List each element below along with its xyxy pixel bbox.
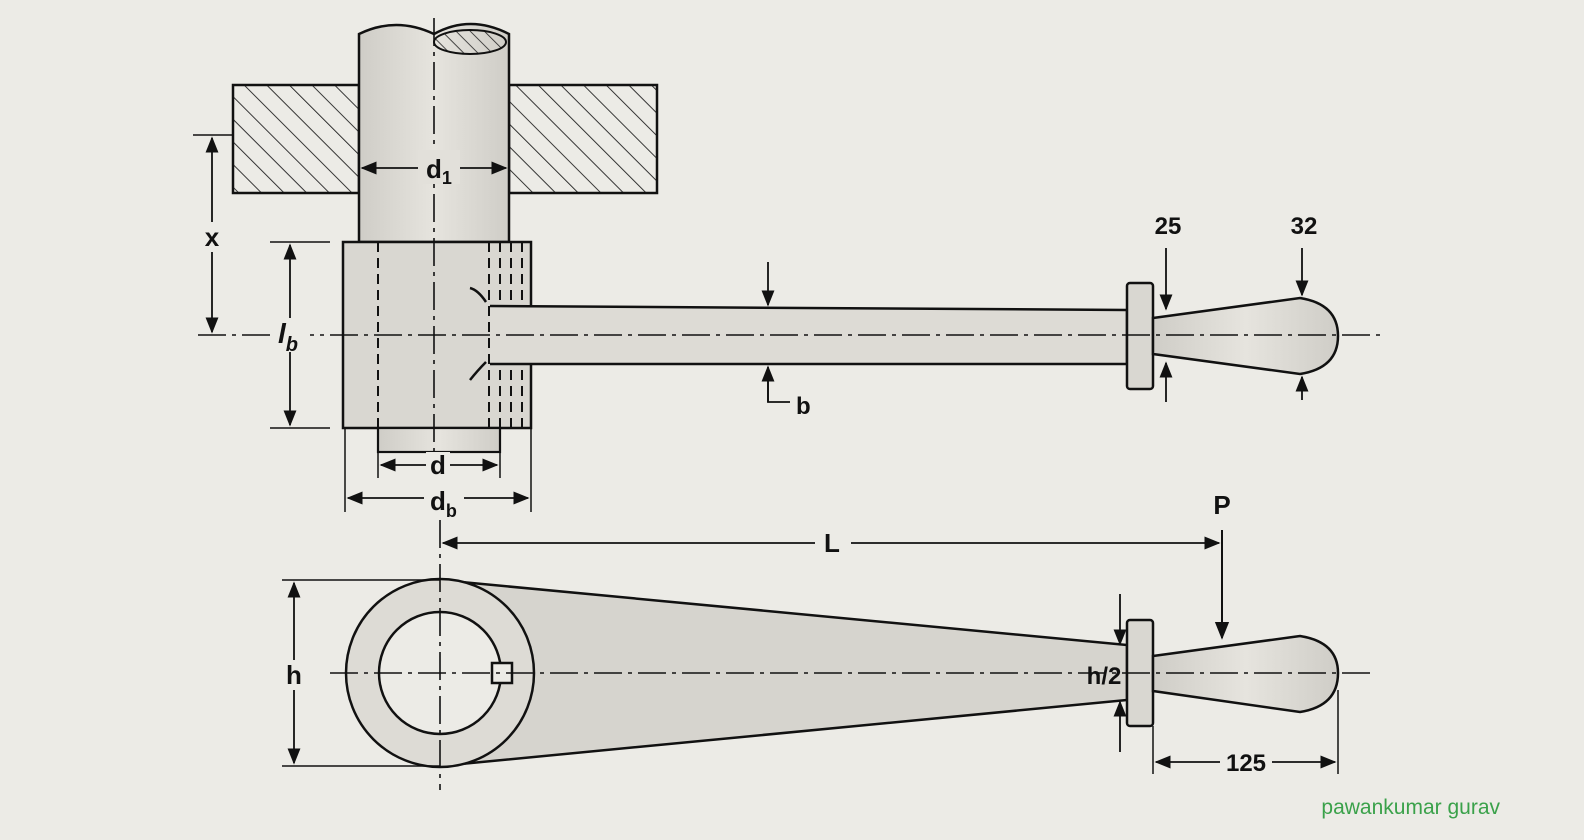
label-32: 32 [1291,213,1318,240]
plan-view: L P h h/2 125 [280,490,1370,790]
collar [1125,281,1155,391]
label-db: db [430,486,457,521]
label-d: d [430,450,446,480]
label-lb: lb [278,318,298,356]
label-125: 125 [1226,750,1266,777]
label-L: L [824,528,840,558]
leader-b [767,380,790,403]
label-b: b [796,393,811,420]
arm-break [469,286,488,381]
handle-grip-plan [1151,634,1340,714]
label-25: 25 [1155,213,1182,240]
label-h2: h/2 [1087,663,1122,690]
watermark: pawankumar gurav [1321,796,1500,819]
elevation-view: x lb d1 d db b 25 32 [193,18,1382,521]
shaft-end [376,426,502,454]
shaft-section [433,29,507,55]
handle-grip [1151,296,1340,376]
label-P: P [1213,490,1230,520]
label-x: x [205,222,220,252]
bearing-support-left [231,83,361,195]
label-h: h [286,660,302,690]
bearing-support-right [507,83,659,195]
label-d1: d1 [426,154,452,188]
